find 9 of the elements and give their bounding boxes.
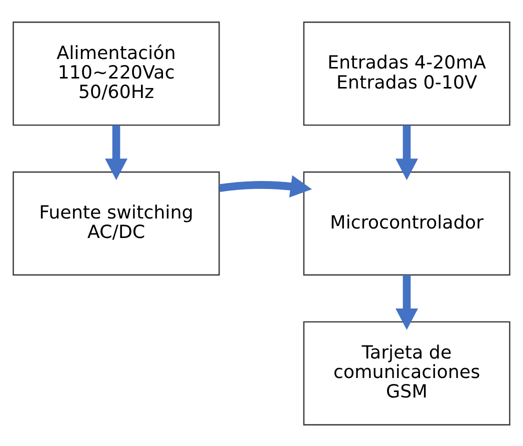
node-box: Microcontrolador: [303, 170, 510, 276]
arrow: [396, 274, 418, 330]
node-box: Fuente switching AC/DC: [12, 170, 220, 276]
node-box: Tarjeta de comunicaciones GSM: [303, 320, 510, 425]
arrow: [104, 124, 128, 180]
arrow: [396, 124, 418, 180]
node-box: Entradas 4-20mA Entradas 0-10V: [303, 21, 510, 126]
arrow: [218, 174, 312, 198]
node-box: Alimentación 110~220Vac 50/60Hz: [12, 21, 220, 126]
